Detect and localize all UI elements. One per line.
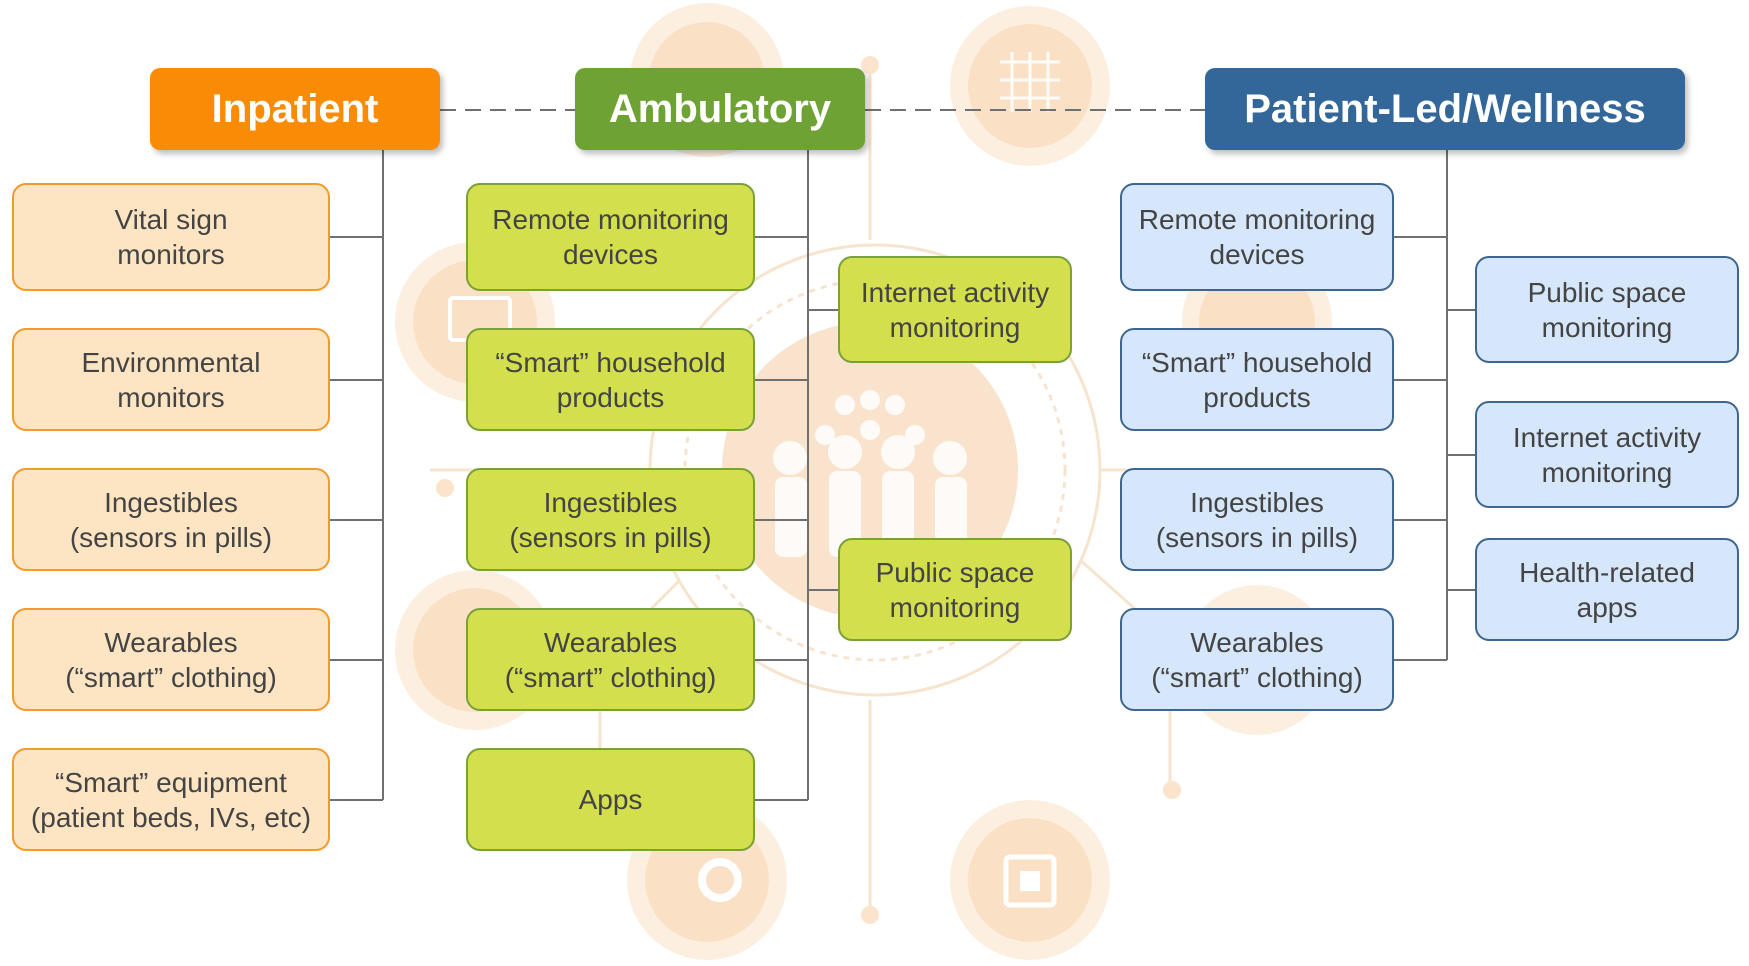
grid-chip-icon — [950, 6, 1110, 166]
ambulatory-item-label: Remote monitoring devices — [492, 204, 729, 270]
inpatient-header-label: Inpatient — [211, 86, 379, 131]
ambulatory-item: Public space monitoring — [838, 538, 1072, 641]
patient-led-item-label: Ingestibles (sensors in pills) — [1155, 486, 1359, 553]
ambulatory-item-label: Apps — [578, 784, 643, 815]
patient-led-item: Remote monitoring devices — [1120, 183, 1394, 291]
patient-led-item-label: Public space monitoring — [1527, 276, 1687, 343]
ambulatory-header-label: Ambulatory — [608, 86, 832, 131]
inpatient-item-label: Environmental monitors — [81, 346, 261, 413]
patient-led-header-label: Patient-Led/Wellness — [1244, 86, 1646, 131]
ambulatory-header: Ambulatory — [575, 68, 865, 150]
patient-led-item-label: Health-related apps — [1519, 556, 1695, 623]
patient-led-item: Health-related apps — [1475, 538, 1739, 641]
inpatient-item: Ingestibles (sensors in pills) — [12, 468, 330, 571]
patient-led-item-label: “Smart” household products — [1141, 346, 1373, 413]
patient-led-item: “Smart” household products — [1120, 328, 1394, 431]
inpatient-item-label: Vital sign monitors — [114, 204, 228, 270]
inpatient-item: Vital sign monitors — [12, 183, 330, 291]
ambulatory-item: Ingestibles (sensors in pills) — [466, 468, 755, 571]
patient-led-item: Ingestibles (sensors in pills) — [1120, 468, 1394, 571]
ambulatory-item: Internet activity monitoring — [838, 256, 1072, 363]
ambulatory-item-label: Public space monitoring — [875, 556, 1035, 623]
inpatient-item-label: “Smart” equipment (patient beds, IVs, et… — [30, 766, 312, 833]
inpatient-item-label: Ingestibles (sensors in pills) — [69, 486, 273, 553]
ambulatory-item: Apps — [466, 748, 755, 851]
ambulatory-item-label: Internet activity monitoring — [860, 276, 1050, 343]
processor-icon — [950, 800, 1110, 960]
inpatient-item: Environmental monitors — [12, 328, 330, 431]
inpatient-item: “Smart” equipment (patient beds, IVs, et… — [12, 748, 330, 851]
inpatient-item: Wearables (“smart” clothing) — [12, 608, 330, 711]
ambulatory-item-label: “Smart” household products — [495, 346, 726, 413]
inpatient-header: Inpatient — [150, 68, 440, 150]
ambulatory-item-label: Ingestibles (sensors in pills) — [509, 486, 712, 553]
ambulatory-item-label: Wearables (“smart” clothing) — [504, 626, 717, 693]
patient-led-item: Internet activity monitoring — [1475, 401, 1739, 508]
patient-led-header: Patient-Led/Wellness — [1205, 68, 1685, 150]
ambulatory-item: “Smart” household products — [466, 328, 755, 431]
ambulatory-item: Wearables (“smart” clothing) — [466, 608, 755, 711]
patient-led-item-label: Internet activity monitoring — [1512, 421, 1702, 488]
inpatient-item-label: Wearables (“smart” clothing) — [65, 626, 277, 693]
patient-led-item: Wearables (“smart” clothing) — [1120, 608, 1394, 711]
patient-led-item-label: Remote monitoring devices — [1138, 204, 1376, 270]
patient-led-item: Public space monitoring — [1475, 256, 1739, 363]
ambulatory-item: Remote monitoring devices — [466, 183, 755, 291]
patient-led-item-label: Wearables (“smart” clothing) — [1151, 626, 1363, 693]
